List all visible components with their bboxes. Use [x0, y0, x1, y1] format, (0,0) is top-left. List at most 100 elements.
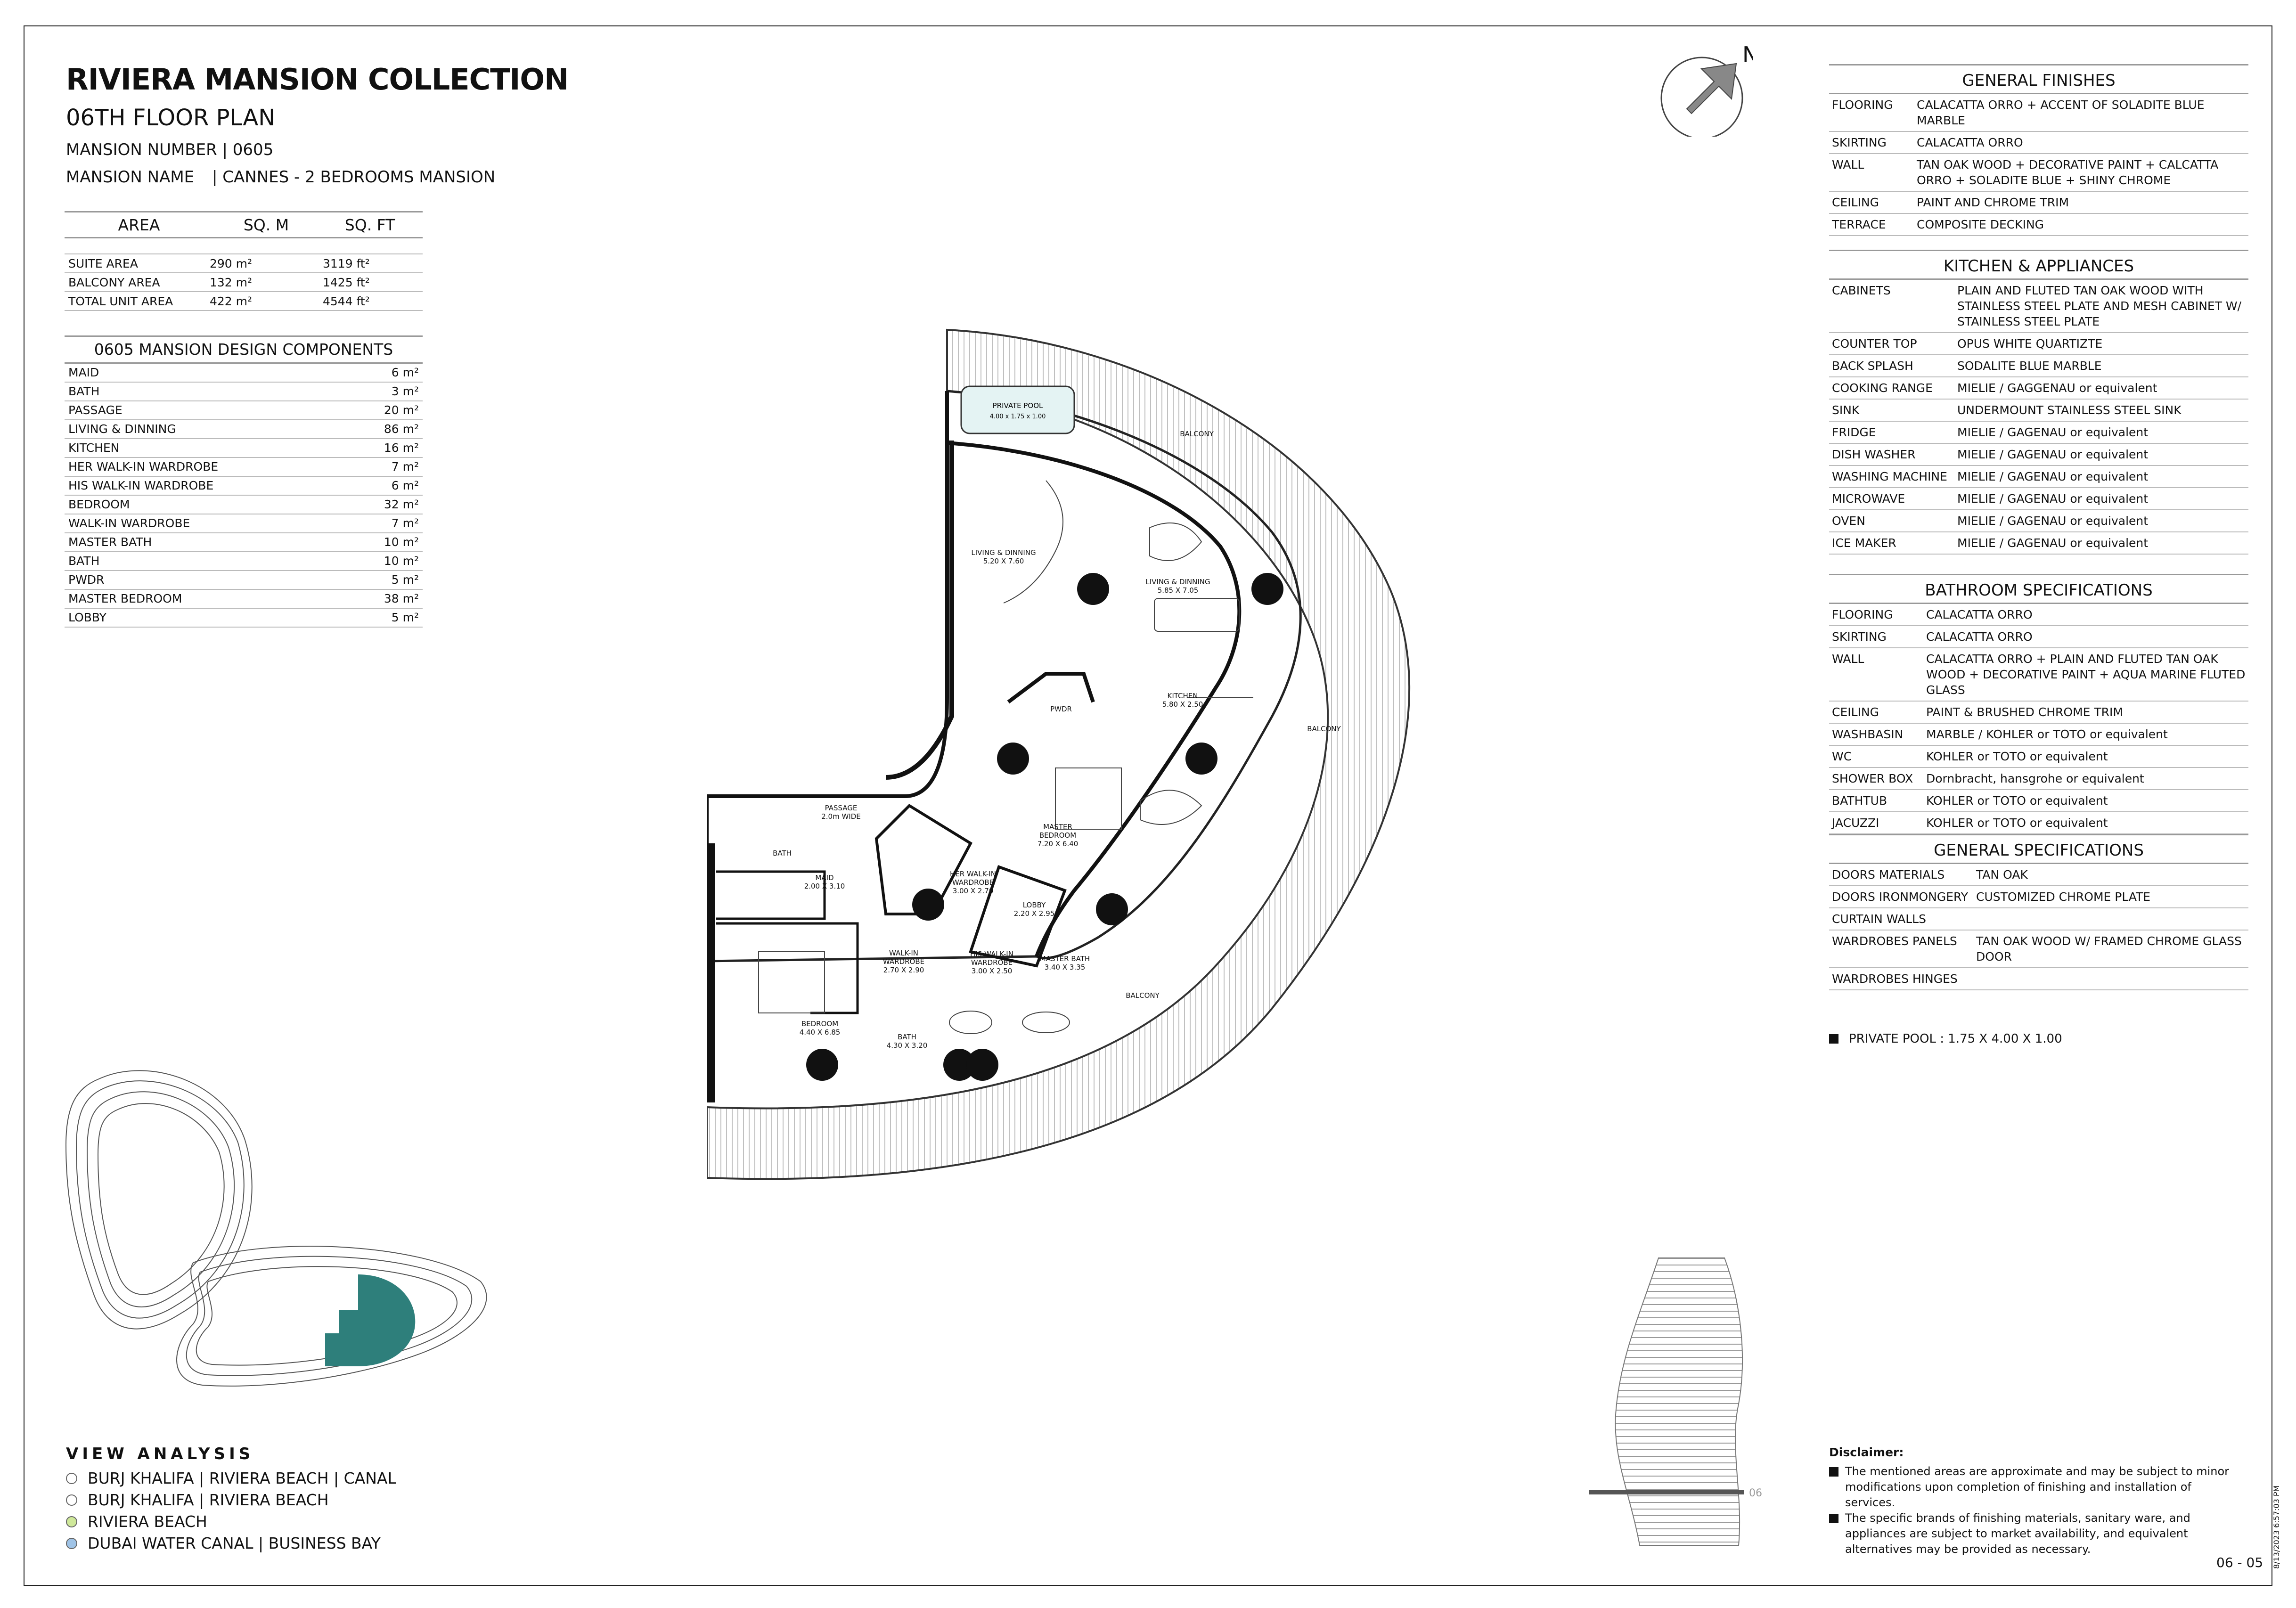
- legend-dot-icon: [66, 1516, 77, 1527]
- area-sqm: 290 m²: [210, 256, 253, 270]
- his-wardrobe-label: WARDROBE: [971, 958, 1013, 967]
- his-wardrobe-dims: 3.00 X 2.50: [972, 967, 1013, 975]
- her-wardrobe-label: WARDROBE: [952, 878, 994, 887]
- building-elevation: 06: [1589, 1257, 1762, 1546]
- kitchen-dims: 5.80 X 2.50: [1162, 700, 1203, 709]
- spec-row: WARDROBES HINGES: [1829, 968, 2248, 990]
- spec-key: WASHBASIN: [1832, 727, 1904, 741]
- area-sqm: 132 m²: [210, 275, 253, 289]
- master-bedroom-label: BEDROOM: [1039, 831, 1076, 840]
- lobby-dims: 2.20 X 2.95: [1014, 909, 1055, 918]
- spec-key: CEILING: [1832, 705, 1879, 719]
- table-row: MASTER BATH 10 m²: [65, 533, 423, 552]
- disclaimer-title: Disclaimer:: [1829, 1445, 1904, 1459]
- spec-value: CALACATTA ORRO: [1917, 136, 2023, 149]
- structural-column: [912, 889, 944, 921]
- bedroom-walls: [716, 922, 859, 1014]
- mansion-name-label: MANSION NAME: [66, 168, 195, 187]
- component-area: 6 m²: [391, 366, 419, 379]
- balcony-label: BALCONY: [1307, 725, 1341, 733]
- component-area: 5 m²: [391, 611, 419, 624]
- spec-key: COOKING RANGE: [1832, 381, 1933, 395]
- spec-value: PLAIN AND FLUTED TAN OAK WOOD WITH STAIN…: [1957, 284, 2242, 328]
- spec-key: WC: [1832, 750, 1852, 763]
- structural-column: [1077, 573, 1109, 605]
- spec-row: WC KOHLER or TOTO or equivalent: [1829, 746, 2248, 768]
- table-row: SUITE AREA 290 m² 3119 ft²: [65, 254, 423, 273]
- component-name: HER WALK-IN WARDROBE: [68, 460, 219, 473]
- component-name: KITCHEN: [68, 441, 120, 455]
- component-name: HIS WALK-IN WARDROBE: [68, 479, 214, 492]
- floor-marker-label: 06: [1749, 1487, 1762, 1499]
- spec-key: WASHING MACHINE: [1832, 470, 1947, 483]
- dining-table: [1154, 598, 1240, 632]
- view-legend-item: BURJ KHALIFA | RIVIERA BEACH | CANAL: [66, 1469, 396, 1487]
- component-name: MAID: [68, 366, 99, 379]
- master-bath-dims: 3.40 X 3.35: [1045, 963, 1086, 971]
- spec-value: MIELIE / GAGENAU or equivalent: [1957, 536, 2149, 550]
- maid-dims: 2.00 X 3.10: [804, 882, 845, 890]
- area-sqft: 4544 ft²: [323, 294, 370, 308]
- view-legend-item: BURJ KHALIFA | RIVIERA BEACH: [66, 1491, 329, 1509]
- bathroom-specs-title: BATHROOM SPECIFICATIONS: [1829, 574, 2248, 604]
- spec-value: PAINT & BRUSHED CHROME TRIM: [1926, 705, 2123, 719]
- view-legend-label: RIVIERA BEACH: [88, 1512, 207, 1531]
- floor-plan-subtitle: 06TH FLOOR PLAN: [66, 105, 276, 131]
- view-legend-label: BURJ KHALIFA | RIVIERA BEACH | CANAL: [88, 1469, 396, 1487]
- spec-value: MIELIE / GAGGENAU or equivalent: [1957, 381, 2157, 395]
- structural-column: [943, 1049, 975, 1081]
- tower-outline: [1615, 1257, 1743, 1546]
- table-row: BATH 3 m²: [65, 383, 423, 401]
- component-name: MASTER BATH: [68, 535, 152, 549]
- spec-value: MIELIE / GAGENAU or equivalent: [1957, 470, 2149, 483]
- legend-dot-icon: [66, 1494, 77, 1506]
- balcony-edge: [707, 390, 1302, 963]
- component-name: LOBBY: [68, 611, 106, 624]
- structural-column: [1096, 893, 1128, 925]
- area-name: BALCONY AREA: [68, 275, 160, 289]
- spec-value: OPUS WHITE QUARTIZTE: [1957, 337, 2103, 351]
- structural-column: [1185, 743, 1217, 775]
- spec-value: KOHLER or TOTO or equivalent: [1926, 794, 2108, 808]
- island-outline-north: [65, 1070, 253, 1330]
- component-area: 32 m²: [384, 498, 419, 511]
- spec-value: KOHLER or TOTO or equivalent: [1926, 750, 2108, 763]
- component-area: 3 m²: [391, 384, 419, 398]
- spec-value: MARBLE / KOHLER or TOTO or equivalent: [1926, 727, 2168, 741]
- sqft-col-header: SQ. FT: [344, 215, 395, 234]
- disclaimer-text: The specific brands of finishing materia…: [1845, 1511, 2190, 1556]
- walkin-wardrobe-label: WALK-IN: [889, 949, 918, 957]
- highlighted-unit: [325, 1274, 416, 1366]
- living-west-wall: [885, 441, 954, 780]
- component-area: 10 m²: [384, 535, 419, 549]
- balcony-label: BALCONY: [1126, 991, 1160, 1000]
- bedroom-label: BEDROOM: [801, 1020, 838, 1028]
- bullet-square-icon: [1829, 1467, 1838, 1477]
- area-name: TOTAL UNIT AREA: [68, 294, 173, 308]
- private-pool-note-text: PRIVATE POOL : 1.75 X 4.00 X 1.00: [1849, 1032, 2062, 1046]
- spec-value: TAN OAK WOOD W/ FRAMED CHROME GLASS DOOR: [1976, 934, 2242, 963]
- living-dining-label: LIVING & DINNING: [1145, 578, 1210, 586]
- general-specs-title: GENERAL SPECIFICATIONS: [1829, 834, 2248, 864]
- spec-row: WASHING MACHINE MIELIE / GAGENAU or equiv…: [1829, 466, 2248, 488]
- page-number: 06 - 05: [2216, 1555, 2263, 1570]
- component-area: 20 m²: [384, 403, 419, 417]
- kitchen-appliances-title: KITCHEN & APPLIANCES: [1829, 250, 2248, 280]
- master-bedroom-dims: 7.20 X 6.40: [1038, 840, 1079, 848]
- view-analysis-title: VIEW ANALYSIS: [66, 1445, 254, 1463]
- north-arrow-pointer: [1686, 63, 1737, 114]
- component-name: BATH: [68, 384, 100, 398]
